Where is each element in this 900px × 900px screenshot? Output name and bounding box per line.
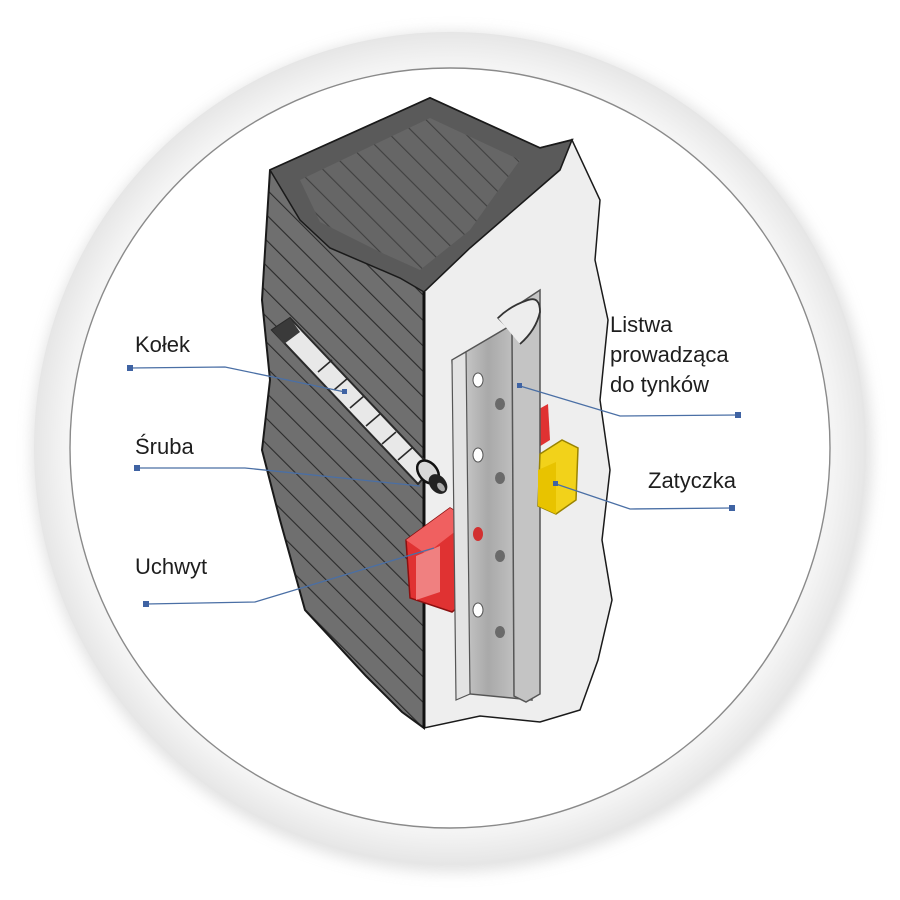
guide-rail [451, 288, 541, 703]
wall-dowel [270, 316, 434, 486]
label-sruba: Śruba [135, 434, 194, 459]
marker-uchwyt [143, 601, 149, 607]
label-listwa-line1: Listwa [610, 312, 673, 337]
marker-kolek-end [342, 389, 347, 394]
label-uchwyt: Uchwyt [135, 554, 207, 579]
leader-line-listwa [519, 385, 739, 417]
screw-head [415, 459, 448, 494]
leader-line-kolek [129, 366, 346, 393]
marker-rail-end [517, 383, 522, 388]
marker-kolek [127, 365, 133, 371]
marker-zatyczka [729, 505, 735, 511]
yellow-cap [537, 439, 579, 515]
label-zatyczka: Zatyczka [648, 468, 737, 493]
label-listwa-line2: prowadząca [610, 342, 729, 367]
marker-listwa [735, 412, 741, 418]
leader-line-uchwyt [145, 547, 435, 605]
leader-line-sruba [137, 467, 421, 487]
leader-line-zatyczka [555, 483, 733, 510]
label-listwa-line3: do tynków [610, 372, 709, 397]
marker-cap-end [553, 481, 558, 486]
marker-sruba [134, 465, 140, 471]
label-kolek: Kołek [135, 332, 191, 357]
